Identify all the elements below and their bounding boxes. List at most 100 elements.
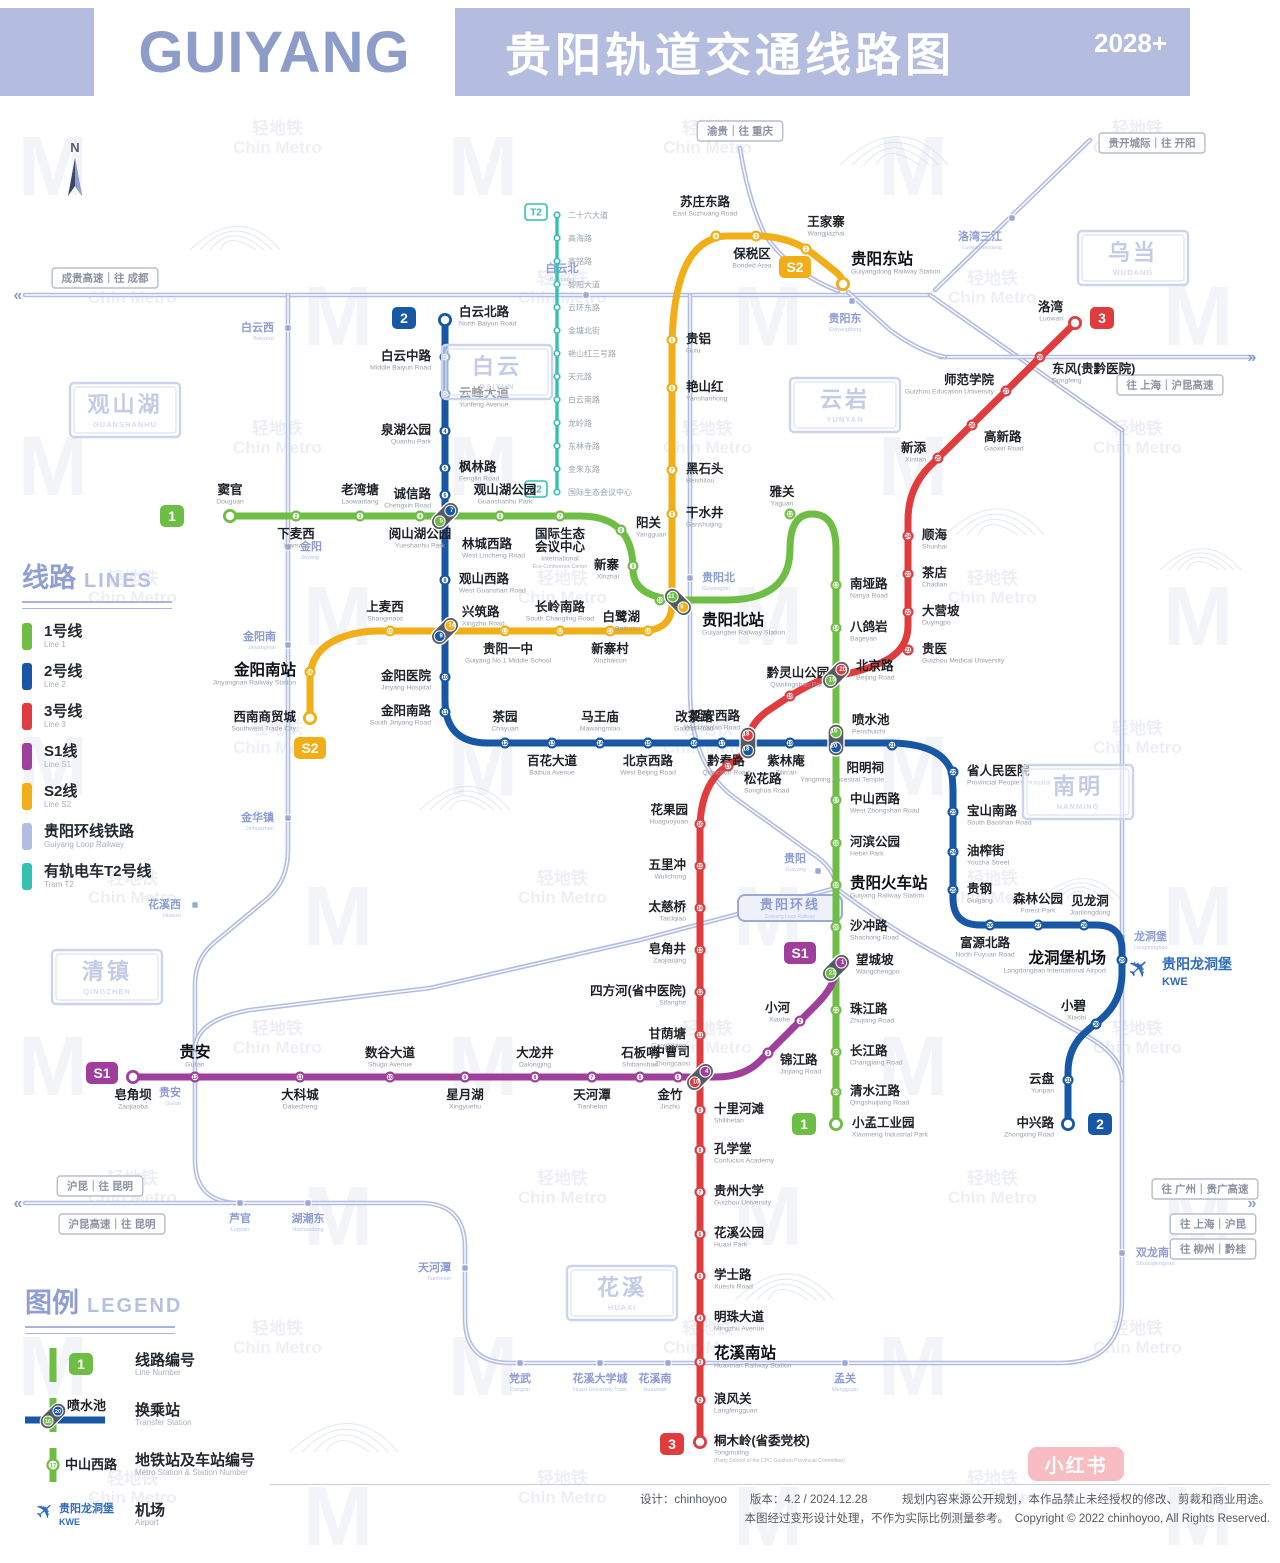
map-label: Forest Park (1020, 908, 1056, 915)
map-label: 学士路 (714, 1267, 752, 1282)
map-label: 河滨公园 (850, 834, 900, 849)
map-label: 紫林庵 (767, 753, 805, 768)
legend-line-zh: 3号线 (44, 703, 83, 721)
svg-text:10: 10 (693, 1080, 700, 1086)
map-label: 花溪公园 (714, 1225, 764, 1240)
loop-station-Huchaodong (304, 1199, 312, 1207)
legend-lines-title-zh: 线路 (22, 563, 76, 593)
loop-railway: 白云北Baiyunbei白云西Baiyunxi金阳Jinyang金阳南Jinya… (14, 137, 1257, 1393)
map-label: Ganshuijing (686, 522, 722, 529)
legend-line-zh: S2线 (44, 783, 78, 801)
station-hebin-park (830, 837, 842, 849)
station-huaguoyuan (694, 818, 706, 830)
map-label: 贵阳北 (702, 570, 735, 584)
map-label: Xinzhai (597, 574, 620, 581)
map-label: 10 (657, 598, 663, 604)
svg-text:7: 7 (450, 508, 454, 514)
station-guizhou-medical-university (902, 644, 914, 656)
watermark-item: 轻地铁 Chin Metro (1093, 1319, 1182, 1357)
transfer-望城坡: 211 (821, 953, 851, 983)
map-label: 14 (833, 626, 839, 632)
map-label: 3 (668, 1436, 676, 1452)
tram-station (553, 211, 561, 219)
map-label: « (14, 1195, 23, 1212)
station-tongmuling (693, 1435, 708, 1450)
loop-station-Tianhetan (461, 1264, 469, 1272)
tram-station (553, 442, 561, 450)
map-label: 改茶路 (675, 709, 713, 724)
map-label: Guanshanhu Park (478, 499, 533, 506)
map-label: 金阳南站 (233, 660, 297, 679)
legend-key-item: ✈ 贵阳龙洞堡 KWE 机场 Airport (25, 1495, 305, 1532)
map-label: Provincial People's Hospital (967, 780, 1051, 787)
map-label: 8 (534, 1075, 537, 1081)
map-label: 12 (192, 1075, 198, 1081)
map-label: 12 (787, 512, 793, 518)
legend-key-zh: 地铁站及车站编号 (135, 1451, 256, 1469)
map-label: Guiyangdong (829, 327, 862, 333)
legend-key-graphic: 1 (25, 1348, 135, 1382)
map-label: 往 上海｜沪昆高速 (1127, 379, 1214, 392)
legend-key-zh: 线路编号 (135, 1351, 196, 1369)
map-label: 7 (559, 514, 562, 520)
map-label: 13 (697, 948, 703, 954)
map-label: 国际生态 (535, 526, 586, 541)
transfer-中曹司: 104 (685, 1062, 715, 1092)
map-label: Gui'an (165, 1101, 181, 1107)
map-label: 国际生态会议中心 (568, 487, 632, 497)
mountain-decoration (289, 1423, 399, 1453)
station-south-baoshan-road (947, 806, 959, 818)
header: GUIYANG 贵阳轨道交通线路图 2028+ (0, 8, 1190, 96)
legend-line-en: Tram T2 (44, 879, 74, 889)
map-label: 11 (442, 710, 448, 716)
station-zaojiaojing (694, 944, 706, 956)
svg-text:16: 16 (831, 729, 838, 735)
loop-station-Luowansanjiang (1008, 214, 1016, 222)
footer-line1: 设计：chinhoyoo 版本：4.2 / 2024.12.28 规划内容来源公… (639, 1494, 1270, 1506)
station-mingzhu-avenue (694, 1312, 706, 1324)
legend-line-zh: 1号线 (44, 623, 83, 641)
railway-direction-box: 往 上海｜沪昆高速 (1116, 374, 1224, 396)
map-label: Jinzhu (660, 1104, 680, 1111)
map-label: 19 (787, 741, 793, 747)
map-label: 天河潭 (418, 1260, 451, 1274)
tram-t2-line: 二十六大道高海路高铭路黎阳大道云环东路金塘北街艳山红三号路天元路白云南路龙岭路东… (524, 203, 632, 498)
tram-station (553, 349, 561, 358)
map-label: Xueshi Road (714, 1284, 753, 1291)
map-label: T2 (530, 208, 542, 219)
map-label: Changjiang Road (850, 1060, 903, 1067)
map-label: Yunpan (1031, 1088, 1054, 1095)
station-shibanshao (634, 1071, 646, 1083)
legend-key-graphic: 16 20 喷水池 (25, 1398, 135, 1432)
map-label: YUNYAN (827, 415, 864, 424)
map-label: Gulu (686, 348, 701, 355)
station-xinzhaicun (604, 625, 616, 637)
mountain-decoration (839, 136, 949, 166)
city-name-en: GUIYANG (138, 19, 411, 85)
watermark-item: M (878, 119, 948, 213)
legend-line-swatch (22, 863, 32, 890)
station-sifanghe (694, 986, 706, 998)
map-label: 黑石头 (686, 461, 724, 476)
map-label: Gaoxin Road (984, 446, 1024, 453)
map-label: Longdongbao (1134, 945, 1168, 951)
map-label: Guigang (967, 898, 993, 905)
map-label: Guizhou Medical University (922, 658, 1005, 665)
tram-station (553, 488, 561, 496)
watermark-item: M (448, 419, 518, 513)
map-label: South Baoshan Road (967, 820, 1032, 827)
map-label: Shilihetan (714, 1118, 744, 1125)
loop-station-Huaxinan (664, 1359, 672, 1367)
map-label: Zhujiang Road (850, 1018, 894, 1025)
map-label: 17 (725, 764, 731, 770)
map-label: 高新路 (984, 429, 1022, 444)
map-label: 24 (833, 1090, 839, 1096)
map-label: 15 (387, 629, 393, 635)
map-label: 北京西路 (623, 753, 674, 768)
map-label: 金阳 (299, 539, 322, 553)
station-duyingpo (902, 606, 914, 618)
map-label: Dongfeng (1052, 378, 1082, 385)
